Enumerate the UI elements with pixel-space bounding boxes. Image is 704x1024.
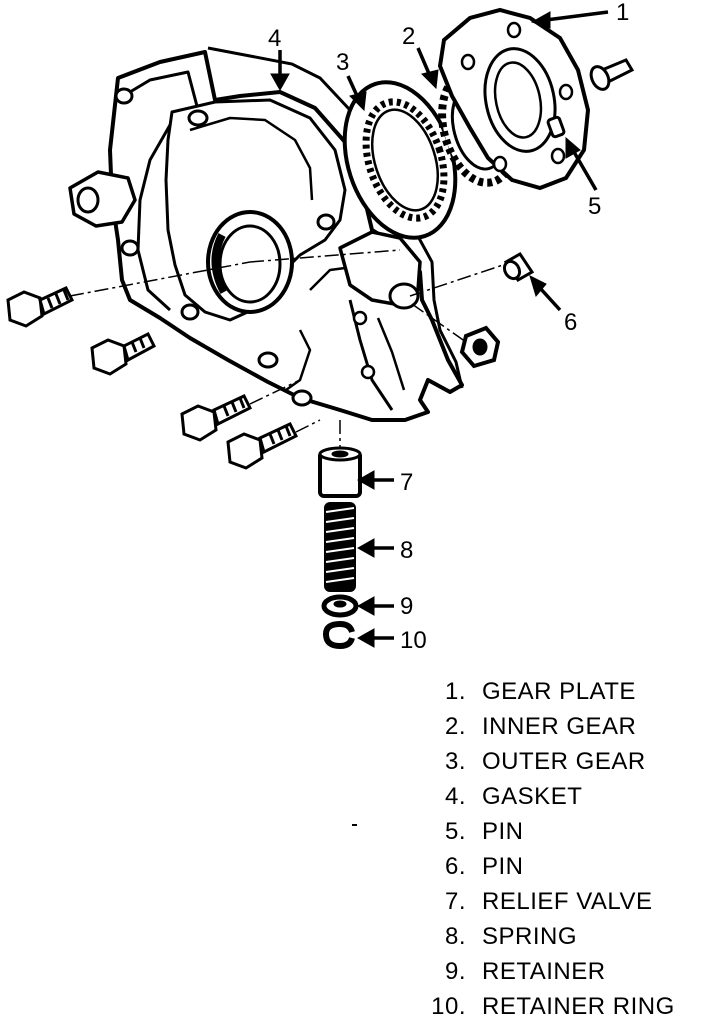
pin-5 bbox=[546, 115, 566, 139]
legend-label: RETAINER bbox=[482, 957, 606, 985]
callout-9: 9 bbox=[400, 593, 413, 620]
legend-label: SPRING bbox=[482, 922, 578, 950]
bolt-4 bbox=[226, 422, 299, 470]
legend-item: 3. OUTER GEAR bbox=[424, 744, 704, 779]
bolt-1 bbox=[6, 286, 75, 328]
bolts bbox=[6, 286, 299, 470]
legend-number: 10. bbox=[431, 992, 466, 1020]
outer-gear bbox=[342, 80, 458, 240]
legend-item: 6. PIN bbox=[424, 849, 704, 884]
arrow-8 bbox=[356, 538, 394, 558]
bolt-2 bbox=[90, 331, 156, 376]
legend-number: 6. bbox=[444, 852, 466, 880]
legend-number: 8. bbox=[444, 922, 466, 950]
parts-legend: 1. GEAR PLATE 2. INNER GEAR 3. OUTER GEAR 4… bbox=[424, 674, 704, 1024]
callout-5: 5 bbox=[588, 193, 601, 220]
spring bbox=[324, 502, 356, 592]
arrow-3 bbox=[346, 75, 367, 112]
arrow-6 bbox=[529, 275, 562, 312]
alignment-lines bbox=[69, 249, 507, 450]
legend-label: PIN bbox=[482, 817, 524, 845]
pin-6 bbox=[502, 252, 535, 282]
arrow-9 bbox=[356, 596, 394, 616]
legend-label: PIN bbox=[482, 852, 524, 880]
callout-4: 4 bbox=[268, 25, 281, 52]
legend-label: RETAINER RING bbox=[482, 992, 675, 1020]
pump-housing bbox=[68, 50, 464, 422]
arrow-10 bbox=[356, 628, 394, 648]
legend-number: 3. bbox=[444, 747, 466, 775]
stray-mark bbox=[352, 824, 357, 826]
legend-number: 7. bbox=[444, 887, 466, 915]
arrow-7 bbox=[356, 470, 394, 490]
gear-plate bbox=[437, 7, 591, 191]
arrow-2 bbox=[416, 47, 439, 90]
legend-item: 1. GEAR PLATE bbox=[424, 674, 704, 709]
callout-6: 6 bbox=[564, 309, 577, 336]
legend-number: 2. bbox=[444, 712, 466, 740]
arrow-1 bbox=[530, 10, 609, 29]
callout-8: 8 bbox=[400, 537, 413, 564]
relief-valve bbox=[318, 446, 362, 498]
legend-item: 9. RETAINER bbox=[424, 954, 704, 989]
arrow-4 bbox=[270, 50, 290, 92]
legend-item: 8. SPRING bbox=[424, 919, 704, 954]
gear-plate-screw bbox=[589, 58, 635, 91]
legend-label: GEAR PLATE bbox=[482, 677, 636, 705]
callout-arrows bbox=[270, 10, 609, 648]
callout-10: 10 bbox=[400, 627, 427, 654]
nut bbox=[459, 325, 501, 369]
legend-number: 5. bbox=[444, 817, 466, 845]
arrow-5 bbox=[565, 136, 598, 191]
legend-label: GASKET bbox=[482, 782, 583, 810]
legend-item: 2. INNER GEAR bbox=[424, 709, 704, 744]
legend-item: 4. GASKET bbox=[424, 779, 704, 814]
legend-item: 10. RETAINER RING bbox=[424, 989, 704, 1024]
legend-number: 1. bbox=[444, 677, 466, 705]
callout-3: 3 bbox=[336, 49, 349, 76]
callout-7: 7 bbox=[400, 469, 413, 496]
legend-label: INNER GEAR bbox=[482, 712, 637, 740]
legend-number: 9. bbox=[444, 957, 466, 985]
retainer bbox=[321, 594, 359, 618]
bolt-3 bbox=[180, 394, 253, 442]
legend-label: OUTER GEAR bbox=[482, 747, 646, 775]
legend-number: 4. bbox=[444, 782, 466, 810]
legend-label: RELIEF VALVE bbox=[482, 887, 653, 915]
callout-numbers: 1 2 3 4 5 6 7 8 9 10 bbox=[268, 0, 629, 654]
retainer-ring bbox=[322, 620, 355, 650]
callout-1: 1 bbox=[616, 0, 629, 26]
oil-pump-exploded-diagram: 1 2 3 4 5 6 7 8 9 10 bbox=[6, 0, 635, 654]
legend-item: 5. PIN bbox=[424, 814, 704, 849]
callout-2: 2 bbox=[402, 23, 415, 50]
legend-item: 7. RELIEF VALVE bbox=[424, 884, 704, 919]
